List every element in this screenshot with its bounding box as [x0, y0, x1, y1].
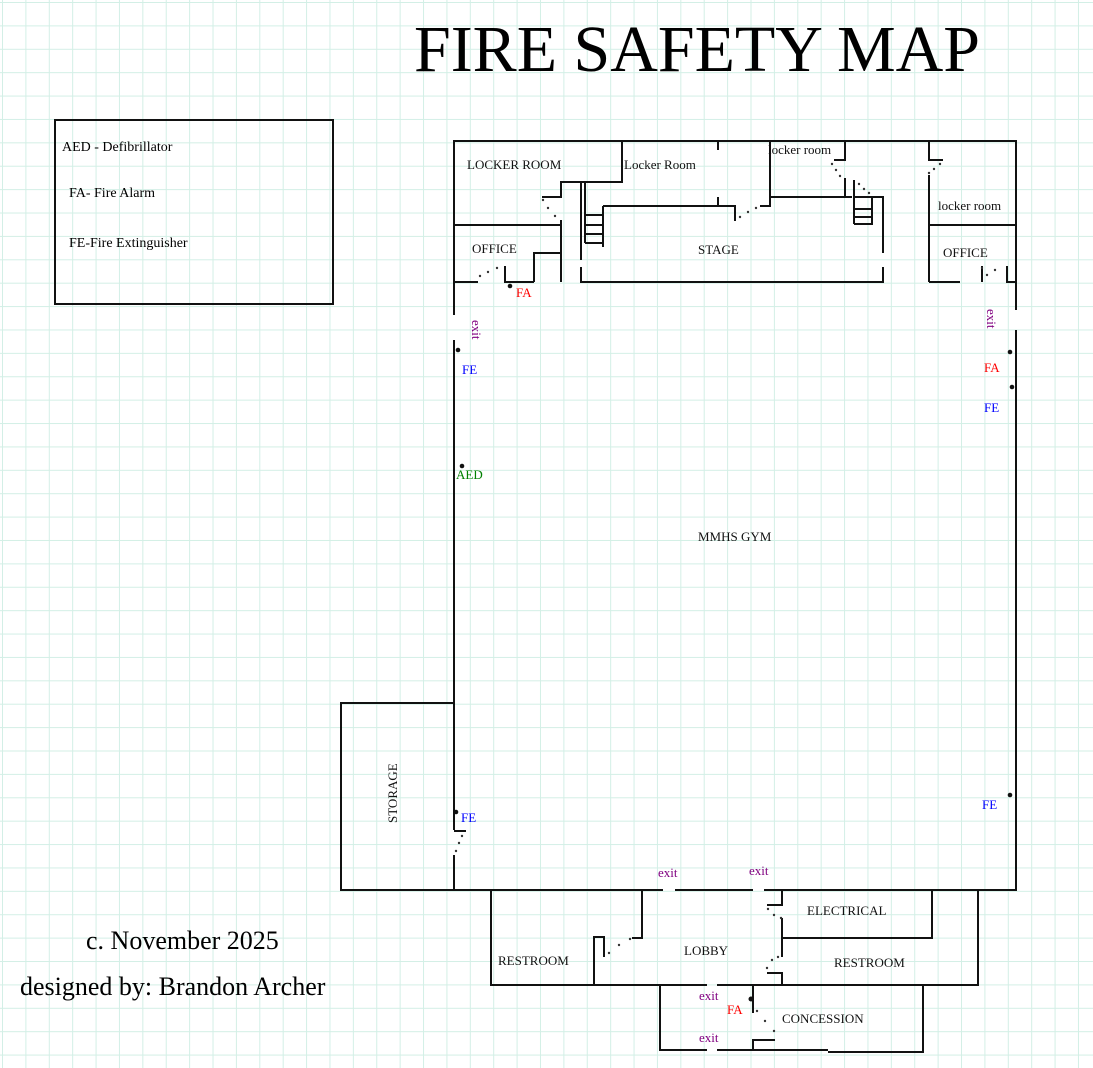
safety-markers: FA exit exit FE AED FA FE FE FE exit exi…	[453, 283, 1015, 1045]
room-office-right: OFFICE	[943, 245, 988, 260]
fire-alarm-marker: FA	[984, 360, 1000, 375]
door-swings	[454, 162, 997, 1033]
legend-fa: FA- Fire Alarm	[69, 186, 156, 201]
fire-alarm-marker: FA	[516, 285, 532, 300]
exit-marker: exit	[469, 320, 484, 340]
room-locker-room-1: LOCKER ROOM	[467, 157, 562, 172]
room-lobby: LOBBY	[684, 943, 729, 958]
exit-marker: exit	[984, 309, 999, 329]
fire-alarm-marker: FA	[727, 1002, 743, 1017]
designer-credit: designed by: Brandon Archer	[20, 972, 326, 1001]
room-locker-room-3: locker room	[768, 142, 831, 157]
room-locker-room-2: Locker Room	[624, 157, 696, 172]
room-locker-room-4: locker room	[938, 198, 1001, 213]
room-restroom-right: RESTROOM	[834, 955, 905, 970]
room-storage: STORAGE	[385, 763, 400, 823]
aed-marker: AED	[456, 467, 483, 482]
room-labels: LOCKER ROOM Locker Room locker room lock…	[385, 142, 1001, 1026]
date-credit: c. November 2025	[86, 926, 279, 955]
fire-extinguisher-marker: FE	[984, 400, 999, 415]
room-office-left: OFFICE	[472, 241, 517, 256]
room-concession: CONCESSION	[782, 1011, 864, 1026]
exit-marker: exit	[749, 863, 769, 878]
room-gym: MMHS GYM	[698, 529, 772, 544]
room-restroom-left: RESTROOM	[498, 953, 569, 968]
exit-marker: exit	[699, 988, 719, 1003]
room-electrical: ELECTRICAL	[807, 903, 886, 918]
legend-aed: AED - Defibrillator	[62, 140, 173, 155]
marker-dots	[453, 283, 1015, 1002]
room-stage: STAGE	[698, 242, 739, 257]
exit-marker: exit	[699, 1030, 719, 1045]
fire-extinguisher-marker: FE	[462, 362, 477, 377]
page-title: FIRE SAFETY MAP	[414, 13, 980, 86]
fire-extinguisher-marker: FE	[461, 810, 476, 825]
exit-marker: exit	[658, 865, 678, 880]
fire-extinguisher-marker: FE	[982, 797, 997, 812]
legend-box: AED - Defibrillator FA- Fire Alarm FE-Fi…	[54, 119, 334, 305]
walls	[340, 140, 1017, 1053]
legend-fe: FE-Fire Extinguisher	[69, 236, 188, 251]
